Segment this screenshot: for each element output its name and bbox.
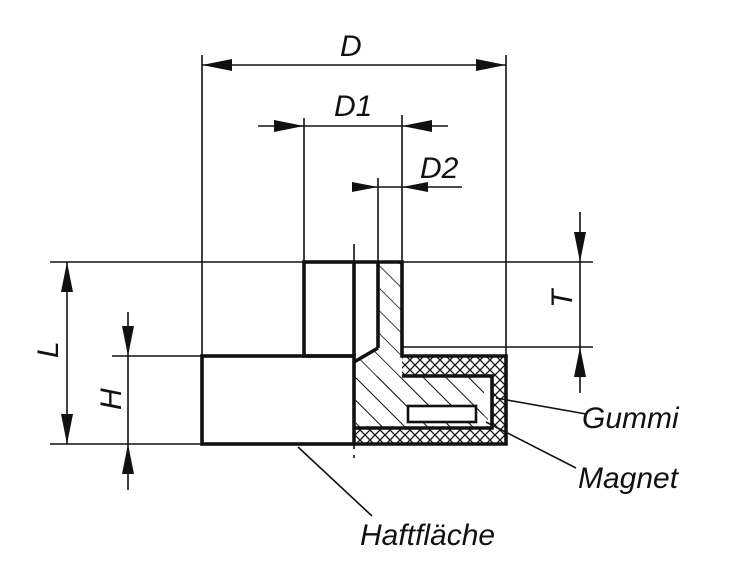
dimension-H-line — [122, 312, 134, 490]
dimension-label-L: L — [32, 341, 65, 358]
dimension-label-D1: D1 — [334, 90, 372, 123]
callout-adhesive-surface: Haftfläche — [360, 519, 495, 552]
callout-rubber: Gummi — [582, 402, 680, 435]
dimension-D-line — [202, 59, 506, 71]
leader-lines — [297, 397, 587, 517]
dimension-label-D2: D2 — [420, 152, 459, 185]
magnet-insert — [406, 404, 478, 424]
part-outline — [200, 260, 508, 446]
dimension-D2-line — [352, 182, 462, 192]
dimension-label-T: T — [546, 287, 579, 308]
rubber-coating — [354, 356, 506, 444]
extension-lines — [50, 55, 593, 460]
dimension-label-D: D — [340, 30, 362, 63]
dimension-T-line — [574, 212, 586, 393]
callout-magnet: Magnet — [578, 462, 680, 495]
dimension-label-H: H — [95, 388, 128, 410]
dimension-D1-line — [258, 120, 448, 132]
dimension-L-line — [61, 262, 73, 444]
